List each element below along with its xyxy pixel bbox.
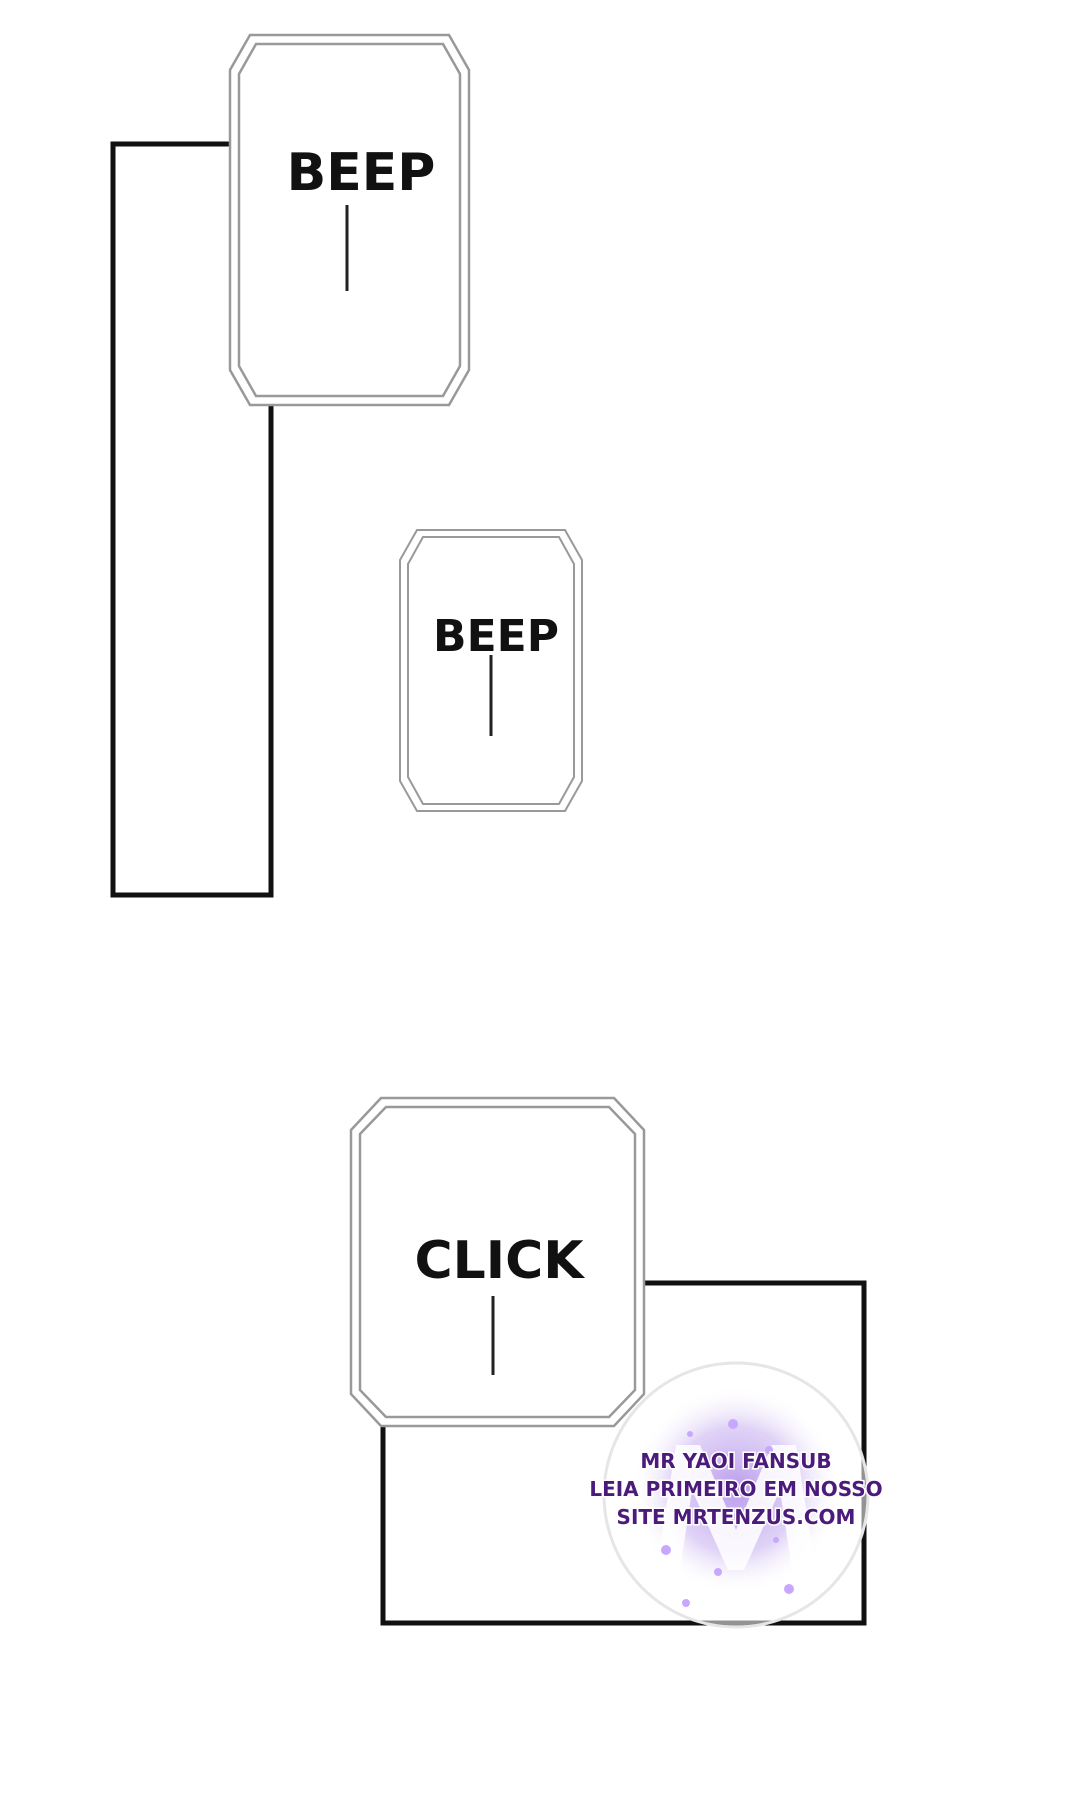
watermark-line3: SITE MRTENZUS.COM <box>617 1505 856 1529</box>
watermark-logo-m <box>656 1445 816 1570</box>
sfx-box-middle: BEEP <box>399 529 583 812</box>
panel-frame-left <box>110 141 274 898</box>
watermark-line2: LEIA PRIMEIRO EM NOSSO <box>589 1477 882 1501</box>
sfx-box-top: BEEP <box>228 33 471 407</box>
watermark-line1: MR YAOI FANSUB <box>640 1449 831 1473</box>
watermark-stars <box>661 1419 794 1607</box>
sfx-click: CLICK <box>414 1231 585 1291</box>
sfx-beep-middle: BEEP <box>433 611 559 662</box>
sfx-beep-top: BEEP <box>287 143 436 203</box>
sfx-box-bottom: CLICK <box>349 1096 646 1428</box>
watermark: MR YAOI FANSUB LEIA PRIMEIRO EM NOSSO SI… <box>588 1361 884 1629</box>
